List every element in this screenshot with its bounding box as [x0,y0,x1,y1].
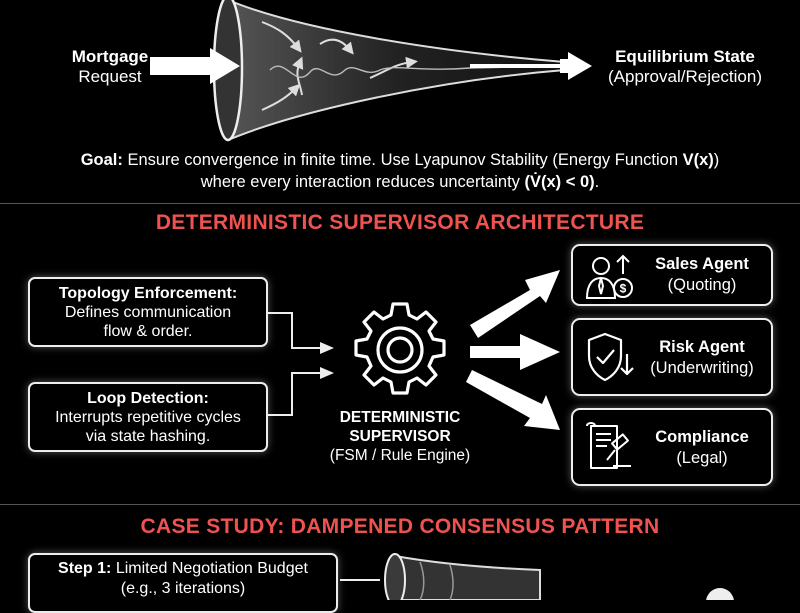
sales-agent-box: $ Sales Agent (Quoting) [571,244,773,306]
goal-line-2: where every interaction reduces uncertai… [0,171,800,193]
gavel-document-icon [586,422,631,469]
section-divider-2 [0,504,800,505]
goal-statement: Goal: Ensure convergence in finite time.… [0,149,800,193]
svg-text:$: $ [620,282,627,296]
topology-title: Topology Enforcement: [58,285,238,302]
compliance-role: (Legal) [676,449,728,467]
convergence-funnel-graphic [150,0,592,142]
arrow-to-sales-agent [470,270,560,338]
funnel-body [227,0,566,142]
supervisor-line-2: SUPERVISOR [349,428,451,445]
mortgage-title: Mortgage [71,47,149,66]
architecture-section-title: DETERMINISTIC SUPERVISOR ARCHITECTURE [155,211,645,234]
step-1-text: Limited Negotiation Budget [111,560,308,577]
step-1-label: Step 1: [58,560,112,577]
risk-agent-name: Risk Agent [659,338,745,356]
case-study-funnel-graphic [340,553,734,600]
supervisor-line-3: (FSM / Rule Engine) [329,447,471,464]
risk-agent-box: Risk Agent (Underwriting) [571,318,773,396]
section-divider-1 [0,203,800,204]
step-1-line: Step 1: Limited Negotiation Budget [30,559,336,579]
case-study-section-title: CASE STUDY: DAMPENED CONSENSUS PATTERN [140,515,660,538]
goal-line-1: Goal: Ensure convergence in finite time.… [0,149,800,171]
sales-agent-role: (Quoting) [667,276,737,294]
loop-line-2: via state hashing. [85,428,211,445]
equilibrium-title: Equilibrium State [615,47,755,66]
loop-connector [268,372,322,416]
risk-agent-role: (Underwriting) [650,359,754,377]
architecture-connectors [268,270,560,430]
compliance-name: Compliance [655,428,749,446]
risk-agent-text: Risk Agent (Underwriting) [637,337,767,379]
output-arrow [560,52,592,80]
loop-arrowhead [320,367,334,379]
mortgage-request-label: Mortgage Request [40,47,180,87]
compliance-text: Compliance (Legal) [637,427,767,469]
step-1-sub: (e.g., 3 iterations) [120,580,246,597]
arrow-to-risk-agent [470,334,560,370]
salesperson-dollar-icon: $ [585,254,633,299]
swirl-wisp [269,65,561,78]
topology-line-1: Defines communication [64,304,232,321]
goal-line2-text: where every interaction reduces uncertai… [200,173,525,191]
goal-line1-end: ) [713,151,720,169]
topology-line-2: flow & order. [103,323,193,340]
goal-line2-end: . [594,173,600,191]
topology-enforcement-box: Topology Enforcement: Defines communicat… [28,277,268,347]
approval-rejection-subtitle: (Approval/Rejection) [607,67,762,86]
arrow-to-compliance [466,370,560,430]
goal-line1-text: Ensure convergence in finite time. Use L… [122,151,683,169]
equilibrium-state-label: Equilibrium State (Approval/Rejection) [585,47,785,87]
step-1-box: Step 1: Limited Negotiation Budget (e.g.… [28,553,338,613]
loop-title: Loop Detection: [87,390,209,407]
goal-line1-formula: V(x) [682,151,714,169]
supervisor-line-1: DETERMINISTIC [339,409,461,426]
shield-check-icon [587,332,634,382]
sales-agent-text: Sales Agent (Quoting) [637,254,767,296]
deterministic-supervisor-label: DETERMINISTIC SUPERVISOR (FSM / Rule Eng… [300,408,500,465]
compliance-box: Compliance (Legal) [571,408,773,486]
loop-detection-box: Loop Detection: Interrupts repetitive cy… [28,382,268,452]
goal-prefix: Goal: [80,151,123,169]
sales-agent-name: Sales Agent [655,255,749,273]
loop-line-1: Interrupts repetitive cycles [55,409,241,426]
topology-arrowhead [320,342,334,354]
topology-connector [268,312,322,349]
goal-line2-formula: (V̇(x) < 0) [524,173,595,191]
input-arrow [150,48,240,84]
gear-icon [354,302,446,395]
request-subtitle: Request [78,67,142,86]
